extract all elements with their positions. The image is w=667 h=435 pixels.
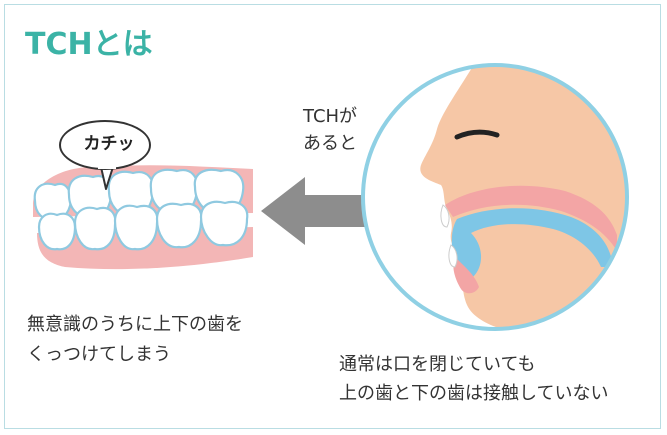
right-caption-line-2: 上の歯と下の歯は接触していない — [339, 380, 608, 407]
face-illustration — [363, 55, 645, 335]
lower-tooth — [115, 206, 157, 249]
left-caption-line-1: 無意識のうちに上下の歯を — [27, 311, 243, 338]
arrow-label-line-2: あると — [303, 130, 357, 157]
lower-tooth — [201, 202, 247, 245]
right-caption-line-1: 通常は口を閉じていても — [339, 351, 536, 378]
diagram-frame: TCHとは — [4, 4, 661, 429]
lower-tooth — [157, 204, 201, 247]
bubble-text: カチッ — [64, 129, 154, 154]
arrow-label-line-1: TCHが — [303, 103, 357, 130]
left-caption-line-2: くっつけてしまう — [27, 341, 171, 368]
teeth-illustration — [33, 165, 253, 269]
lower-tooth — [75, 208, 115, 249]
lower-tooth — [39, 214, 75, 250]
